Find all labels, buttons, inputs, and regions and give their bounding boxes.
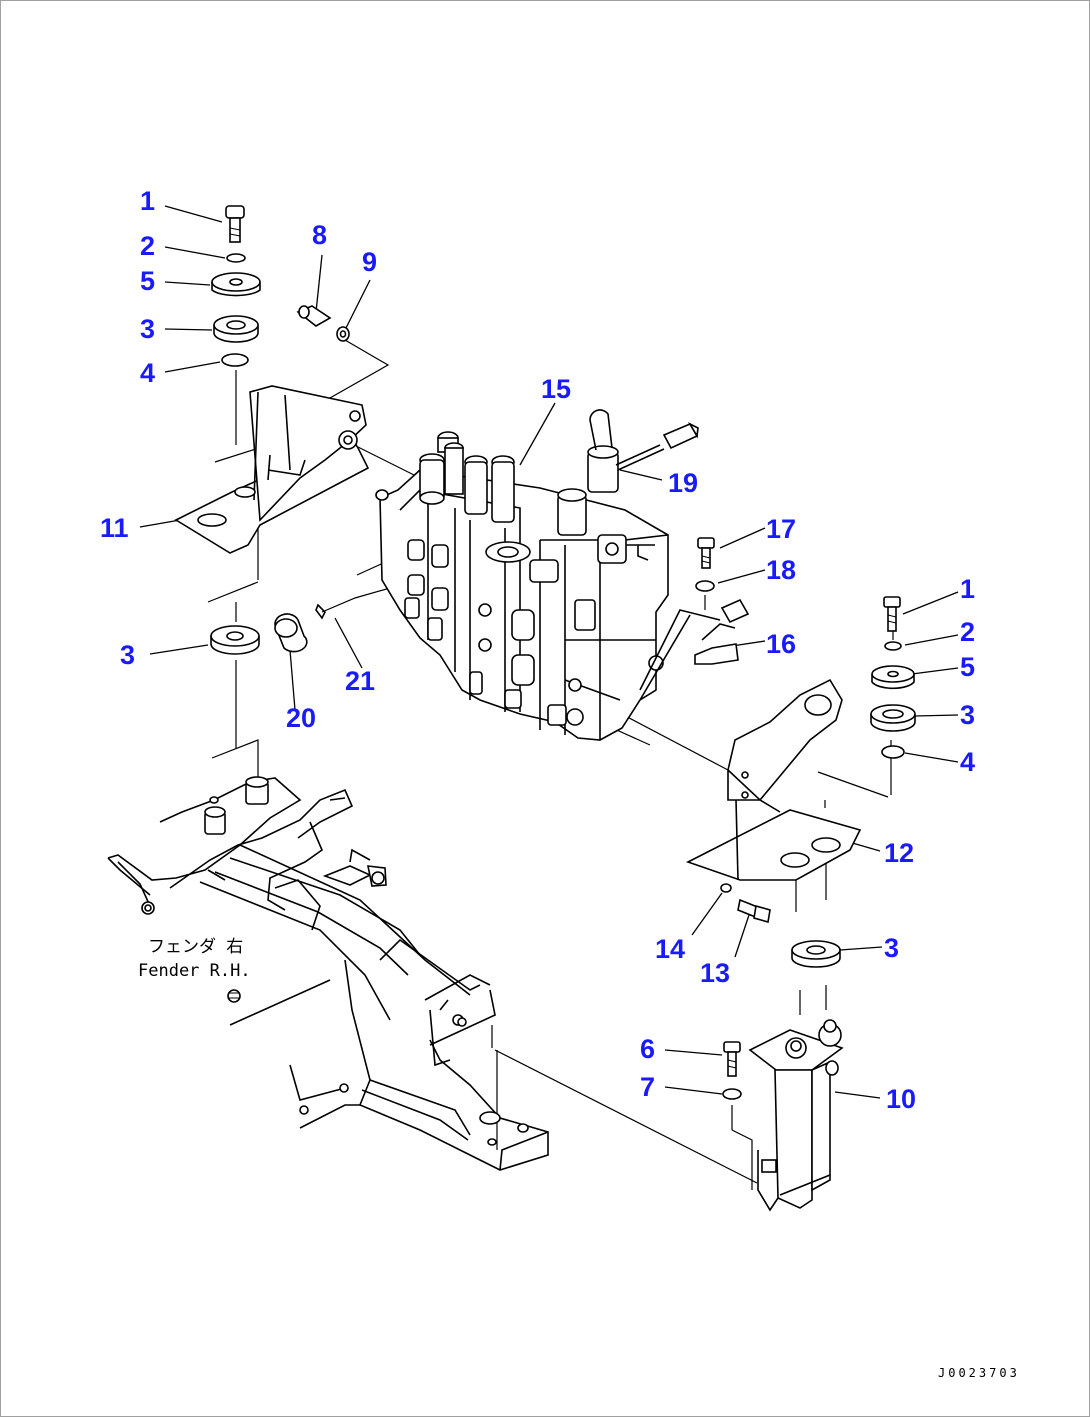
callout-3-lower-right: 3: [884, 933, 899, 963]
callout-10: 10: [886, 1084, 916, 1114]
callout-19: 19: [668, 468, 698, 498]
main-frame: [107, 776, 549, 1171]
left-bolt-stack: [210, 205, 261, 655]
bracket-11: [174, 385, 370, 554]
washer-14: [720, 883, 732, 893]
fender-label-jp: フェンダ 右: [148, 937, 243, 957]
callout-3-upper-left: 3: [140, 314, 155, 344]
solenoid-19: [587, 409, 699, 493]
pipe-21: [315, 603, 326, 620]
callout-16: 16: [766, 629, 796, 659]
callout-4-right: 4: [960, 747, 975, 777]
bolt-17: [697, 537, 715, 569]
callout-12: 12: [884, 838, 914, 868]
callout-2-left: 2: [140, 231, 155, 261]
washer-7: [722, 1088, 742, 1100]
plug-8: [296, 305, 332, 327]
washer-9: [336, 326, 350, 342]
right-bolt-stack: [870, 596, 916, 759]
callout-6: 6: [640, 1034, 655, 1064]
bolt-1-left: [225, 205, 245, 243]
callout-4-left: 4: [140, 358, 155, 388]
callout-5-right: 5: [960, 652, 975, 682]
callout-1-right: 1: [960, 574, 975, 604]
callout-7: 7: [640, 1072, 655, 1102]
callout-21: 21: [345, 666, 375, 696]
callout-14: 14: [655, 934, 685, 964]
clamp-16: [694, 598, 750, 665]
washer-18: [695, 580, 715, 592]
bolt-1-right: [883, 596, 901, 632]
rubber-mount-5-left: [211, 272, 261, 297]
callout-labels: 1 2 5 3 4 8 9 15 19 11 17 18 3 20 21 16 …: [100, 186, 975, 1114]
washer-2-left: [226, 253, 246, 263]
callout-13: 13: [700, 958, 730, 988]
leader-lines: [139, 205, 959, 1099]
collar-4-left: [221, 353, 249, 367]
callout-2-right: 2: [960, 617, 975, 647]
assembly-centerlines: [207, 339, 894, 1190]
callout-18: 18: [766, 555, 796, 585]
callout-5-left: 5: [140, 266, 155, 296]
fender-label-en: Fender R.H.: [138, 961, 251, 981]
callout-15: 15: [541, 374, 571, 404]
callout-1-left: 1: [140, 186, 155, 216]
callout-3-right: 3: [960, 700, 975, 730]
bolt-13: [737, 898, 771, 924]
plug-20: [274, 613, 308, 653]
rubber-mount-3-lower-left: [210, 625, 260, 655]
bracket-12: [685, 678, 862, 881]
rubber-mount-5-right: [871, 665, 915, 690]
rubber-mount-3-lower-right: [791, 940, 841, 968]
rubber-mount-3-right: [870, 704, 916, 732]
callout-8: 8: [312, 220, 327, 250]
collar-4-right: [881, 745, 905, 759]
callout-9: 9: [362, 247, 377, 277]
callout-17: 17: [766, 514, 796, 544]
drawing-code: J0023703: [938, 1366, 1020, 1380]
callout-11: 11: [100, 513, 129, 543]
support-10: [748, 1019, 844, 1212]
washer-2-right: [884, 641, 902, 651]
callout-20: 20: [286, 703, 316, 733]
callout-3-lower-left: 3: [120, 640, 135, 670]
bolt-6: [723, 1041, 741, 1077]
rubber-mount-3-upper-left: [213, 315, 259, 343]
control-valve-15: [375, 431, 721, 741]
